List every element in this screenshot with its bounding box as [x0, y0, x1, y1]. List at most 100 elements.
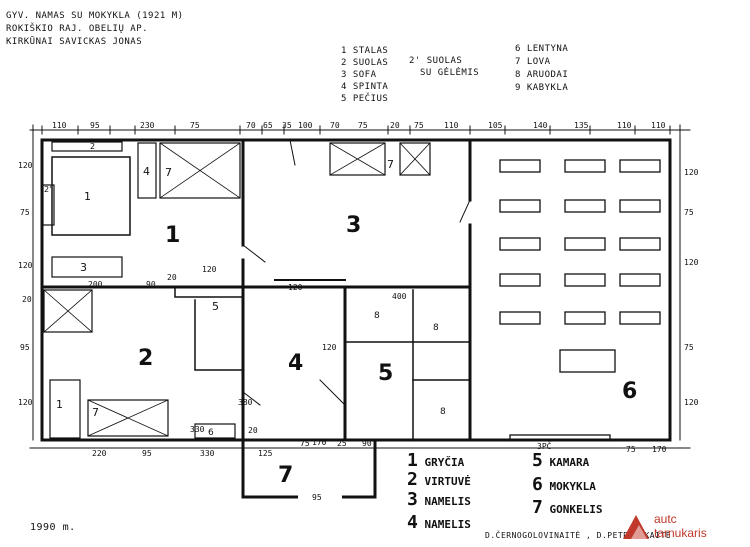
furniture-mark-shelf: 6: [208, 428, 214, 438]
legend-item: 1 STALAS: [341, 46, 389, 56]
dimension-label: 125: [258, 449, 273, 458]
dimension-label: 400: [392, 292, 407, 301]
dimension-label: 70: [246, 121, 256, 130]
dimension-label: 120: [18, 261, 33, 270]
dimension-label: 110: [651, 121, 666, 130]
room-legend-item: 4 NAMELIS: [407, 512, 471, 533]
legend-item: 2' SUOLAS: [409, 56, 463, 66]
legend-item: 2 SUOLAS: [341, 58, 389, 68]
dimension-label: 95: [90, 121, 100, 130]
furniture-mark-stove: 5: [212, 300, 219, 313]
dimension-label: 90: [146, 280, 156, 289]
furniture-mark-bed: 7: [165, 166, 172, 179]
dimension-label: 70: [330, 121, 340, 130]
dimension-label: 75: [684, 208, 694, 217]
dimension-label: 120: [684, 398, 699, 407]
district-label: ROKIŠKIO RAJ. OBELIŲ AP.: [6, 24, 149, 34]
dimension-label: 65: [263, 121, 273, 130]
dimension-label: 110: [617, 121, 632, 130]
furniture-mark-bin: 8: [374, 311, 380, 321]
legend-item: 4 SPINTA: [341, 82, 389, 92]
dimension-label: 330: [190, 425, 205, 434]
dimension-label: 20: [167, 273, 177, 282]
dimension-label: 140: [533, 121, 548, 130]
svg-text:autc: autc: [654, 512, 677, 526]
dimension-label: 120: [684, 168, 699, 177]
room-number-3: 3: [346, 213, 361, 238]
legend-item: 9 KABYKLA: [515, 83, 569, 93]
furniture-mark-table: 1: [84, 190, 91, 203]
dimension-label: 75: [190, 121, 200, 130]
dimension-label: 380: [238, 398, 253, 407]
dimension-label: 75: [20, 208, 30, 217]
logo-triangle-icon: autc tarnukaris: [623, 512, 707, 540]
dimension-label: 120: [288, 283, 303, 292]
legend-item: 6 LENTYNA: [515, 44, 569, 54]
room-number-2: 2: [138, 346, 153, 371]
furniture-mark-bench: 2: [90, 142, 95, 151]
furniture-mark-table: 1: [56, 398, 63, 411]
dimension-label: 3PČ: [537, 440, 552, 451]
furniture-mark-sofa: 3: [80, 261, 87, 274]
legend-item: SU GĖLĖMIS: [420, 68, 480, 78]
furniture-mark-bin: 8: [440, 407, 446, 417]
furniture-mark-bin: 8: [433, 323, 439, 333]
legend-item: 8 ARUODAI: [515, 70, 569, 80]
dimension-label: 20: [22, 295, 32, 304]
dimension-label: 120: [322, 343, 337, 352]
dimension-label: 120: [684, 258, 699, 267]
dimension-label: 20: [248, 426, 258, 435]
dimension-label: 95: [312, 493, 322, 502]
room-legend-item: 3 NAMELIS: [407, 489, 471, 510]
room-number-1: 1: [165, 223, 180, 248]
house-title: GYV. NAMAS SU MOKYKLA (1921 M): [6, 11, 184, 21]
dimension-label: 120: [202, 265, 217, 274]
furniture-mark-bench-prime: 2': [44, 185, 51, 194]
dimension-label: 75: [414, 121, 424, 130]
svg-text:tarnukaris: tarnukaris: [654, 526, 707, 540]
room-legend-item: 7 GONKELIS: [532, 497, 603, 518]
dimension-label: 25: [337, 439, 347, 448]
dimension-label: 120: [18, 161, 33, 170]
drawing-year: 1990 m.: [30, 522, 76, 533]
dimension-label: 20: [390, 121, 400, 130]
room-number-7: 7: [278, 463, 293, 488]
dimension-label: 230: [140, 121, 155, 130]
dimension-label: 100: [298, 121, 313, 130]
authors-label: D.ČERNOGOLOVINAITĖ , D.PETRAUSKAITĖ: [485, 531, 672, 540]
room-number-5: 5: [378, 361, 393, 386]
legend-item: 5 PEČIUS: [341, 94, 389, 104]
owner-label: KIRKŪNAI SAVICKAS JONAS: [6, 37, 143, 47]
dimension-label: 90: [362, 439, 372, 448]
dimension-label: 220: [92, 449, 107, 458]
dimension-label: 110: [52, 121, 67, 130]
furniture-mark-wardrobe: 4: [143, 165, 150, 178]
dimension-label: 75: [684, 343, 694, 352]
furniture-mark-bed: 7: [387, 158, 394, 171]
dimension-label: 110: [444, 121, 459, 130]
room-legend-item: 5 KAMARA: [532, 450, 590, 471]
legend-item: 3 SOFA: [341, 70, 377, 80]
watermark-logo: autc tarnukaris: [619, 509, 744, 543]
dimension-label: 95: [20, 343, 30, 352]
room-legend-item: 2 VIRTUVĖ: [407, 469, 471, 490]
dimension-label: 105: [488, 121, 503, 130]
room-number-6: 6: [622, 379, 637, 404]
dimension-label: 330: [200, 449, 215, 458]
dimension-label: 75: [300, 439, 310, 448]
dimension-label: 135: [574, 121, 589, 130]
dimension-label: 95: [142, 449, 152, 458]
furniture-mark-bed: 7: [92, 406, 99, 419]
dimension-label: 170: [312, 438, 327, 447]
legend-item: 7 LOVA: [515, 57, 551, 67]
dimension-label: 75: [626, 445, 636, 454]
dimension-label: 170: [652, 445, 667, 454]
dimension-label: 200: [88, 280, 103, 289]
room-number-4: 4: [288, 351, 303, 376]
dimension-label: 35: [282, 121, 292, 130]
dimension-label: 75: [358, 121, 368, 130]
room-legend-item: 6 MOKYKLA: [532, 474, 596, 495]
room-legend-item: 1 GRYČIA: [407, 450, 465, 471]
dimension-label: 120: [18, 398, 33, 407]
